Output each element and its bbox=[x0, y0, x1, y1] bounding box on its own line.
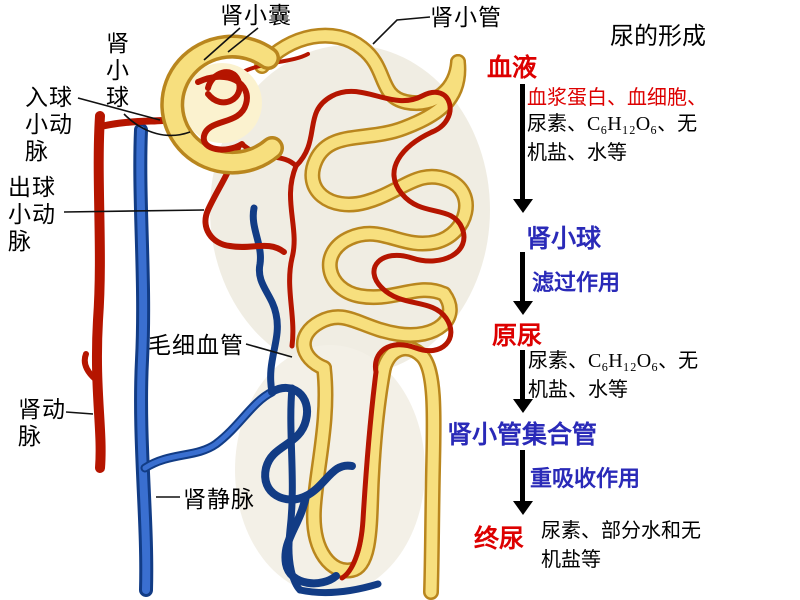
node-tubule-duct: 肾小管集合管 bbox=[447, 421, 598, 449]
label-renal-artery: 肾动 脉 bbox=[18, 397, 66, 449]
node-blood: 血液 bbox=[487, 54, 538, 82]
label-reabsorption: 重吸收作用 bbox=[530, 466, 641, 491]
arrow-glomerulus-to-primary-urine bbox=[520, 252, 525, 302]
nephron-illustration bbox=[63, 16, 490, 600]
blood-components: 尿素、C₆H₁₂O₆、无 机盐、水等 bbox=[527, 113, 698, 164]
label-glomerulus: 肾 小 球 bbox=[106, 31, 130, 110]
leader-lines bbox=[63, 16, 431, 498]
blood-components-red: 血浆蛋白、血细胞、 bbox=[527, 87, 707, 109]
node-glomerulus: 肾小球 bbox=[526, 225, 602, 253]
node-primary-urine: 原尿 bbox=[492, 322, 543, 350]
vein-network-shape bbox=[133, 123, 382, 597]
label-filtration: 滤过作用 bbox=[532, 270, 621, 295]
label-afferent-arteriole: 入球 小动 脉 bbox=[25, 85, 73, 164]
node-final-urine: 终尿 bbox=[474, 525, 525, 553]
final-urine-components: 尿素、部分水和无 机盐等 bbox=[541, 520, 701, 571]
arrow-tubule-to-final-urine bbox=[520, 450, 525, 502]
arrow-primary-urine-to-tubule bbox=[520, 350, 525, 400]
label-renal-tubule: 肾小管 bbox=[430, 5, 502, 30]
label-renal-capsule: 肾小囊 bbox=[220, 3, 292, 28]
primary-urine-components: 尿素、C₆H₁₂O₆、无 机盐、水等 bbox=[528, 350, 699, 401]
label-renal-vein: 肾静脉 bbox=[183, 487, 255, 512]
arrow-blood-to-glomerulus bbox=[520, 84, 525, 200]
glomerulus-shape bbox=[195, 69, 250, 153]
label-efferent-arteriole: 出球 小动 脉 bbox=[8, 175, 56, 254]
label-capillaries: 毛细血管 bbox=[148, 333, 244, 358]
page-title: 尿的形成 bbox=[610, 24, 706, 50]
